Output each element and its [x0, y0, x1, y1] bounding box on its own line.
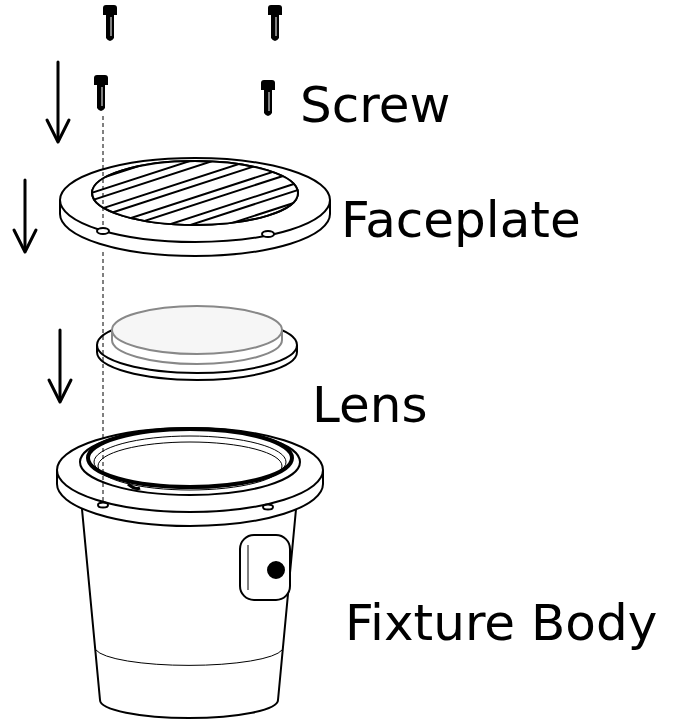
thread-line: [94, 436, 286, 488]
screw-icon: [261, 80, 275, 116]
screw-highlight: [269, 92, 270, 111]
faceplate-hole: [262, 231, 274, 237]
screw-icon: [103, 5, 117, 41]
gasket-clip: [128, 484, 140, 489]
part-label: Screw: [300, 80, 450, 130]
flange-top: [57, 428, 323, 512]
alignment-line: [103, 116, 104, 502]
grill-rim: [92, 161, 298, 225]
slat: [81, 193, 351, 290]
arrow-head: [14, 230, 36, 252]
flange-opening: [80, 429, 300, 495]
flange-hole: [263, 505, 273, 510]
screw-highlight: [276, 17, 277, 36]
dashed-guide: [103, 252, 104, 502]
dashed-guide: [103, 116, 104, 228]
lens-dome-top: [112, 306, 282, 354]
screw-head: [261, 80, 275, 90]
part-label: Lens: [312, 380, 427, 430]
direction-arrows: [14, 62, 71, 402]
screw-shank: [264, 90, 272, 116]
mount-bracket: [240, 535, 290, 600]
thread-line: [98, 442, 282, 490]
screw-shank: [97, 85, 105, 111]
lens-drawing: [97, 306, 297, 380]
faceplate-drawing: [53, 107, 351, 290]
screw-head: [103, 5, 117, 15]
part-label: Fixture Body: [345, 598, 657, 648]
fixture-body-drawing: [57, 428, 323, 718]
bracket-hole: [268, 562, 284, 578]
slat: [70, 159, 340, 256]
thread-ring: [88, 429, 292, 487]
flange-hole: [98, 503, 108, 508]
screw-highlight: [111, 17, 112, 36]
screw-head: [268, 5, 282, 15]
bracket-edge: [248, 545, 249, 590]
screw-shank: [106, 15, 114, 41]
arrow-shaft: [57, 62, 60, 140]
part-label: Faceplate: [341, 195, 581, 245]
faceplate-hole: [97, 228, 109, 234]
screw-shank: [271, 15, 279, 41]
screw-head: [94, 75, 108, 85]
arrow-head: [49, 380, 71, 402]
arrow-head: [47, 120, 69, 142]
screw-icon: [94, 75, 108, 111]
grill-slats: [53, 107, 351, 290]
arrow-shaft: [24, 180, 27, 250]
screw-icon: [268, 5, 282, 41]
body-line: [96, 650, 282, 665]
arrow-shaft: [59, 330, 62, 400]
screw-highlight: [102, 87, 103, 106]
